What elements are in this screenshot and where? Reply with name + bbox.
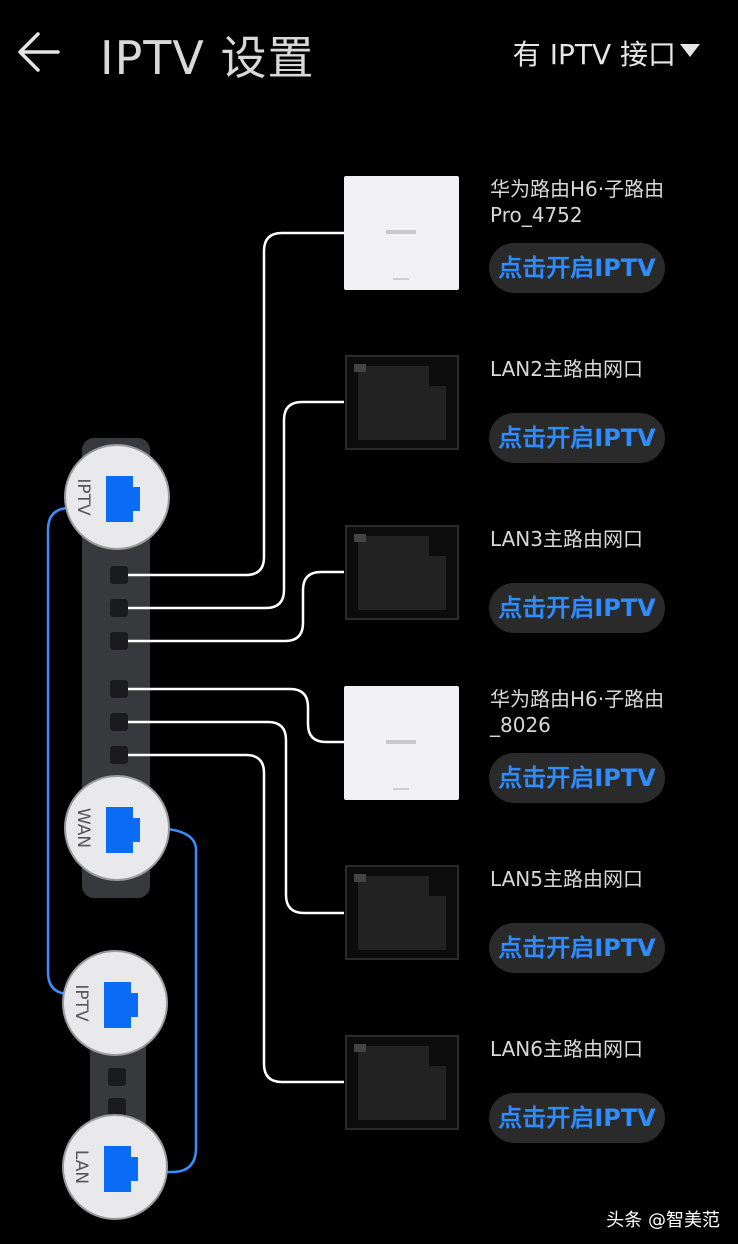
lan-port-image-3 (345, 525, 459, 620)
port-label-wan: WAN (73, 808, 93, 848)
port-label-iptv-top: IPTV (73, 478, 93, 516)
header: IPTV 设置 有 IPTV 接口 (0, 0, 738, 110)
port-wan: WAN (64, 775, 170, 881)
port-iptv-top: IPTV (64, 444, 170, 550)
lan-port-image-2 (345, 355, 459, 450)
enable-iptv-button-6[interactable]: 点击开启IPTV (489, 1093, 665, 1143)
device-label-3: LAN3主路由网口 (490, 527, 643, 551)
blue-cables (46, 506, 198, 1174)
enable-iptv-button-3[interactable]: 点击开启IPTV (489, 583, 665, 633)
lan-port-image-5 (345, 865, 459, 960)
device-label-6: LAN6主路由网口 (490, 1037, 643, 1061)
sub-router-image-1 (344, 176, 459, 290)
iptv-mode-dropdown[interactable]: 有 IPTV 接口 (512, 38, 676, 71)
device-label-5: LAN5主路由网口 (490, 867, 643, 891)
device-label-2: LAN2主路由网口 (490, 357, 643, 381)
enable-iptv-button-2[interactable]: 点击开启IPTV (489, 413, 665, 463)
device-label-1: 华为路由H6·子路由 Pro_4752 (490, 177, 665, 227)
router-lan-slots (108, 566, 128, 1116)
watermark: 头条 @智美范 (606, 1210, 720, 1231)
enable-iptv-button-5[interactable]: 点击开启IPTV (489, 923, 665, 973)
caret-down-icon[interactable] (680, 44, 700, 57)
sub-router-image-4 (344, 686, 459, 800)
white-cables (128, 231, 344, 1084)
back-arrow-icon[interactable] (14, 26, 66, 78)
port-iptv-bottom: IPTV (62, 950, 168, 1056)
lan-port-image-6 (345, 1035, 459, 1130)
port-label-lan: LAN (71, 1150, 91, 1184)
port-label-iptv-bottom: IPTV (71, 984, 91, 1022)
device-label-4: 华为路由H6·子路由 _8026 (490, 687, 665, 737)
enable-iptv-button-1[interactable]: 点击开启IPTV (489, 243, 665, 293)
page-title: IPTV 设置 (100, 31, 315, 85)
enable-iptv-button-4[interactable]: 点击开启IPTV (489, 753, 665, 803)
port-lan: LAN (62, 1114, 168, 1220)
